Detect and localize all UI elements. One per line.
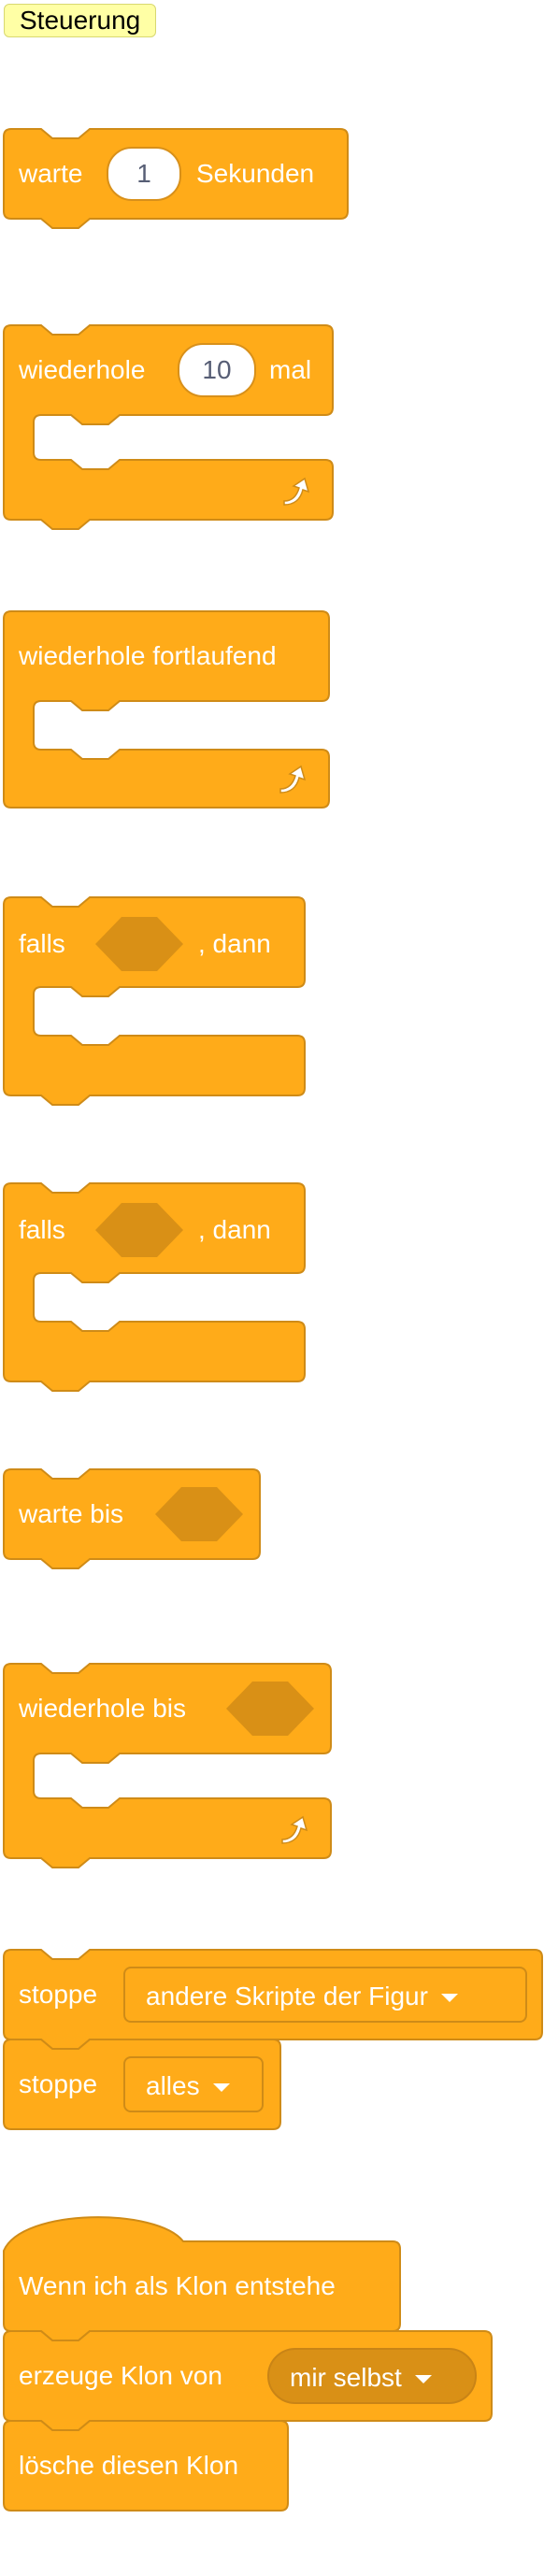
stop-option-value: andere Skripte der Figur [146,1982,428,2011]
loop-arrow-icon [281,1815,308,1844]
clone-target-dropdown[interactable]: mir selbst [267,2348,477,2404]
wait-seconds-block[interactable]: warte 1 Sekunden [0,0,544,252]
clone-target-value: mir selbst [290,2363,402,2392]
stop-option-value: alles [146,2071,200,2100]
forever-block-shape [3,610,330,809]
wait-until-block[interactable]: warte bis [0,0,544,1589]
repeat-until-block[interactable]: wiederhole bis [0,0,544,1897]
if-label: falls [19,1215,65,1244]
clone-hat-label: Wenn ich als Klon entstehe [19,2271,336,2300]
stop-all-block[interactable]: stoppe alles [0,0,544,2140]
then-label: , dann [198,1215,271,1244]
chevron-down-icon [212,2083,230,2093]
delete-clone-block[interactable]: lösche diesen Klon [0,0,544,2524]
stop-label: stoppe [19,1980,98,2009]
create-clone-label: erzeuge Klon von [19,2361,222,2390]
loop-arrow-icon [279,765,307,794]
stop-option-dropdown[interactable]: andere Skripte der Figur [123,1967,527,2023]
chevron-down-icon [414,2375,432,2384]
loop-arrow-icon [283,477,310,506]
repeat-until-label: wiederhole bis [19,1694,186,1723]
repeat-count-input[interactable]: 10 [178,343,256,397]
clone-start-hat-block[interactable]: Wenn ich als Klon entstehe [0,0,544,2355]
repeat-label: wiederhole [19,355,146,384]
forever-block[interactable]: wiederhole fortlaufend [0,0,544,841]
if-block-shape [3,1182,306,1392]
repeat-times-label: mal [269,355,312,384]
delete-clone-shape [3,2420,289,2512]
condition-slot[interactable] [153,1485,245,1543]
stop-option-dropdown[interactable]: alles [123,2056,264,2112]
if-label: falls [19,929,65,958]
if-then-block[interactable]: falls , dann [0,0,544,1402]
delete-clone-label: lösche diesen Klon [19,2451,239,2480]
wait-label: warte [19,159,83,188]
category-label: Steuerung [4,4,157,37]
condition-slot[interactable] [93,1201,185,1259]
wait-seconds-input[interactable]: 1 [107,147,181,201]
if-then-block[interactable]: falls , dann [0,0,544,1122]
repeat-times-block[interactable]: wiederhole 10 mal [0,0,544,561]
if-block-shape [3,896,306,1106]
stop-label: stoppe [19,2069,98,2098]
then-label: , dann [198,929,271,958]
create-clone-block[interactable]: erzeuge Klon von mir selbst [0,0,544,2440]
forever-label: wiederhole fortlaufend [19,641,277,670]
condition-slot[interactable] [224,1680,316,1738]
condition-slot[interactable] [93,915,185,973]
chevron-down-icon [440,1994,458,2003]
wait-until-label: warte bis [19,1499,124,1528]
wait-unit-label: Sekunden [196,159,315,188]
